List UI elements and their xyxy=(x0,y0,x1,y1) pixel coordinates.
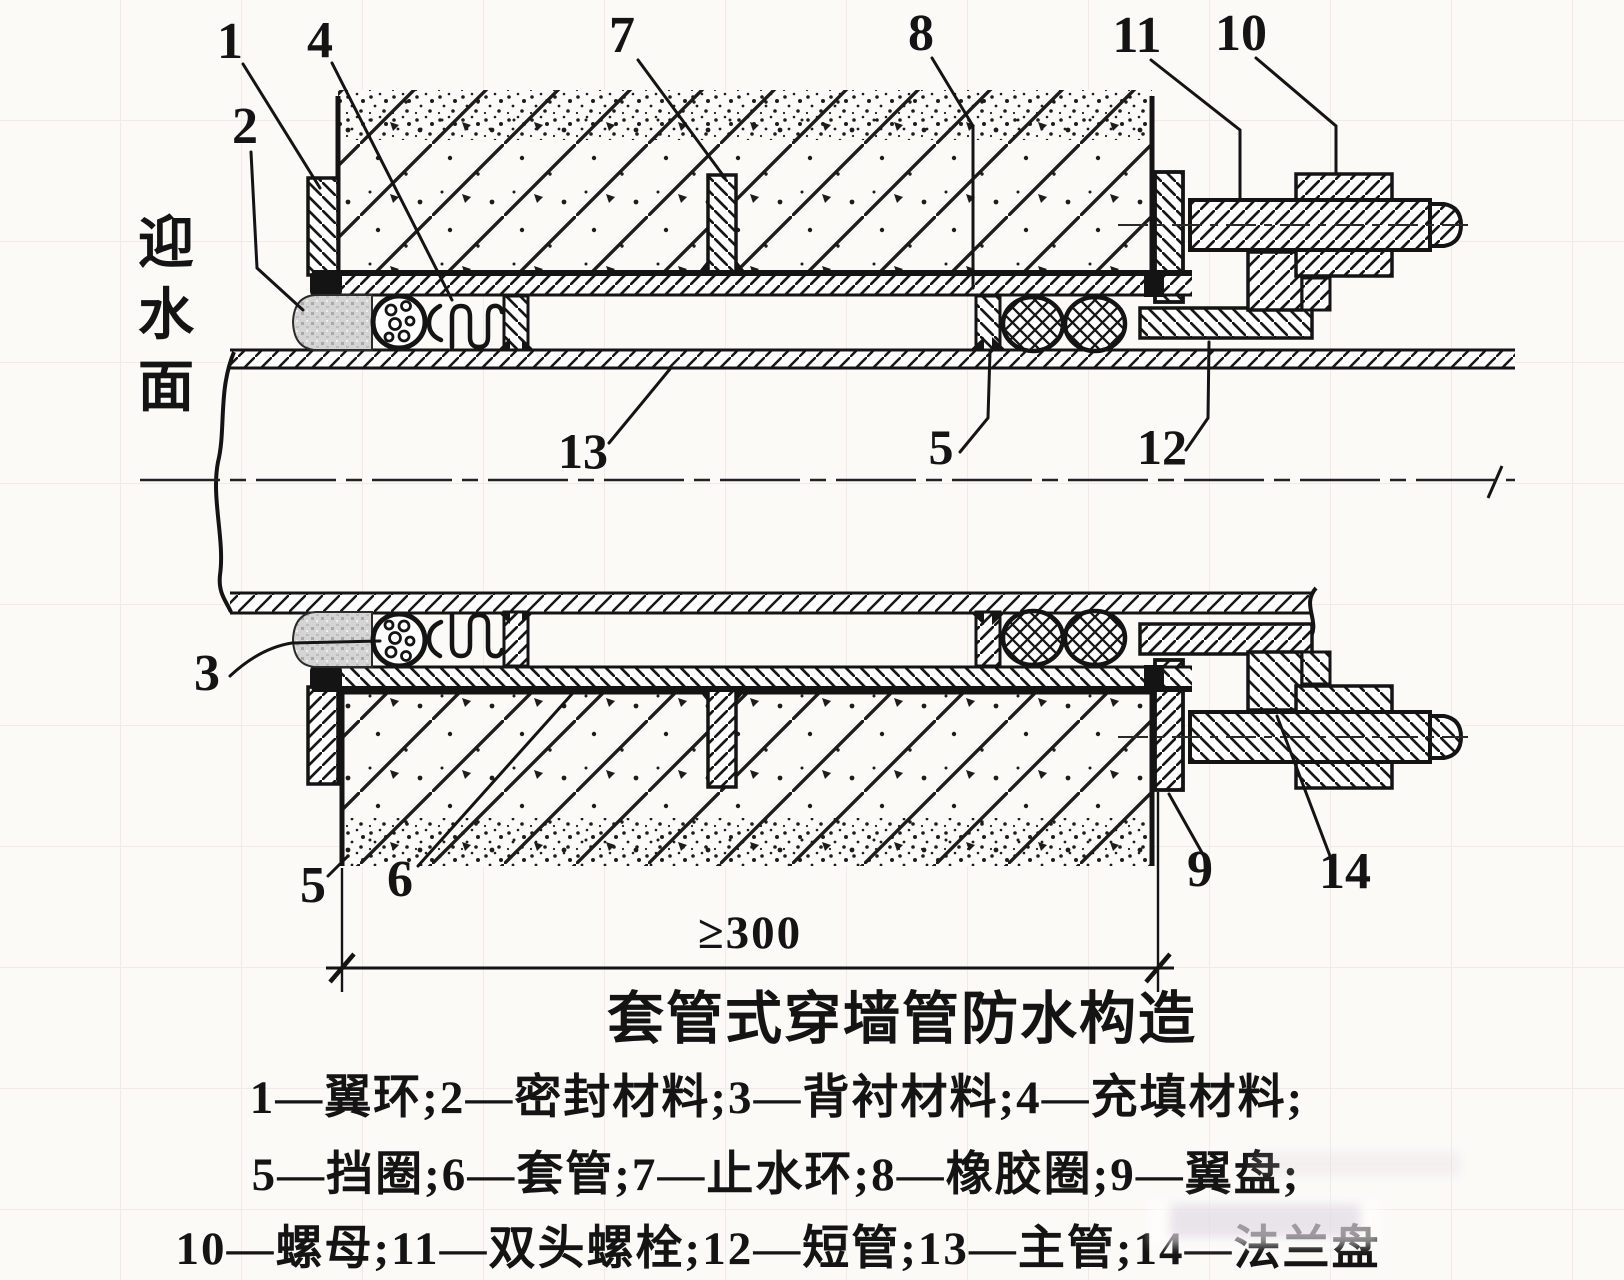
callout-5-bottom: 5 xyxy=(300,857,326,914)
callout-2: 2 xyxy=(232,98,258,155)
leader-5-mid xyxy=(958,350,992,454)
concrete-wall-upper xyxy=(335,90,1155,275)
callout-numbers: 1 2 4 7 8 11 10 13 5 12 3 5 6 9 14 xyxy=(194,5,1371,914)
water-facing-side-label: 迎水面 xyxy=(138,213,196,419)
main-pipe xyxy=(140,348,1515,662)
legend-line-2: 5—挡圈;6—套管;7—止水环;8—橡胶圈;9—翼盘; xyxy=(252,1149,1301,1201)
callout-3: 3 xyxy=(194,645,220,702)
leader-10 xyxy=(1254,56,1338,176)
pipe-end-tick xyxy=(1486,465,1504,499)
leader-3 xyxy=(228,639,382,678)
leader-lines xyxy=(228,56,1338,878)
callout-5-mid: 5 xyxy=(929,419,954,475)
concrete-wall-lower xyxy=(339,689,1155,866)
smudge-artifact xyxy=(1150,1152,1460,1246)
leader-4 xyxy=(330,61,454,302)
pipe-break-line-left xyxy=(214,351,236,613)
callout-14: 14 xyxy=(1319,843,1371,900)
leader-8 xyxy=(930,56,975,290)
leader-12 xyxy=(1184,340,1211,452)
legend: 1—翼环;2—密封材料;3—背衬材料;4—充填材料; 5—挡圈;6—套管;7—止… xyxy=(175,1072,1378,1275)
callout-6: 6 xyxy=(387,851,413,908)
callout-8: 8 xyxy=(908,5,934,62)
callout-13: 13 xyxy=(558,423,608,479)
callout-10: 10 xyxy=(1215,5,1267,62)
leader-14 xyxy=(1275,714,1332,858)
dimension: ≥300 xyxy=(326,792,1174,992)
callout-7: 7 xyxy=(609,7,635,64)
drawing-title: 套管式穿墙管防水构造 xyxy=(607,988,1197,1051)
dimension-label: ≥300 xyxy=(698,907,802,959)
callout-9: 9 xyxy=(1187,841,1213,898)
leader-13 xyxy=(607,367,672,445)
legend-line-1: 1—翼环;2—密封材料;3—背衬材料;4—充填材料; xyxy=(250,1072,1305,1124)
leader-5-bottom xyxy=(326,855,349,878)
callout-4: 4 xyxy=(307,12,333,69)
leader-1 xyxy=(241,62,322,190)
dimension-ticks xyxy=(328,952,1172,984)
leader-6 xyxy=(416,692,574,868)
leader-11 xyxy=(1149,58,1242,200)
leader-2 xyxy=(249,150,305,312)
callout-12: 12 xyxy=(1137,419,1187,475)
callout-1: 1 xyxy=(217,13,243,70)
leader-7 xyxy=(636,58,727,180)
callout-11: 11 xyxy=(1112,7,1161,64)
leader-9 xyxy=(1167,792,1207,860)
